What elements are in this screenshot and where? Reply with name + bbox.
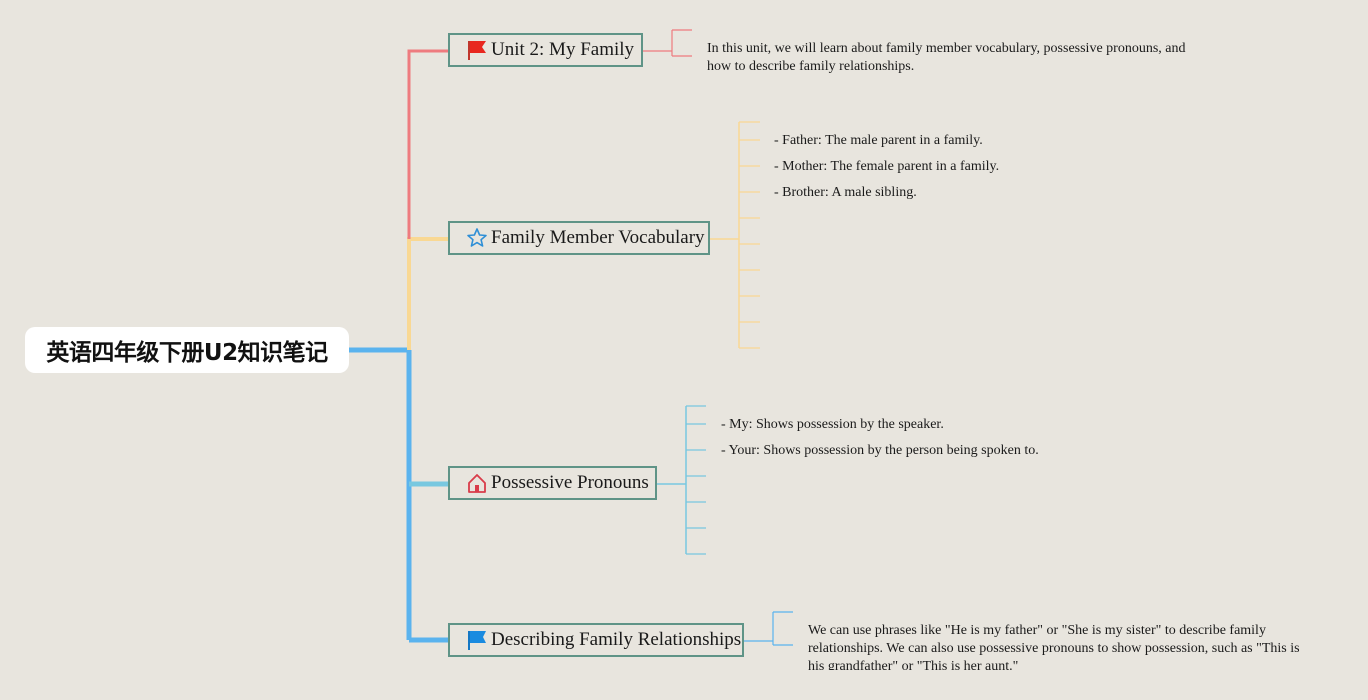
topic-unit-2-my-family[interactable]: Unit 2: My Family [448,33,643,67]
blue-flag-icon [466,629,488,651]
central-topic-label: 英语四年级下册U2知识笔记 [46,340,328,366]
topic-label: Unit 2: My Family [491,39,635,60]
topic-describing-family-relationships[interactable]: Describing Family Relationships [448,623,744,657]
note-pronoun-my: - My: Shows possession by the speaker. [721,417,944,432]
central-topic[interactable]: 英语四年级下册U2知识笔记 [25,327,349,373]
topic-family-member-vocabulary[interactable]: Family Member Vocabulary [448,221,710,255]
note-vocab-father: - Father: The male parent in a family. [774,133,983,148]
note-vocab-brother: - Brother: A male sibling. [774,185,917,200]
note-unit-intro: In this unit, we will learn about family… [707,41,1186,74]
note-relationships: We can use phrases like "He is my father… [808,623,1300,670]
topic-possessive-pronouns[interactable]: Possessive Pronouns [448,466,657,500]
note-pronoun-your: - Your: Shows possession by the person b… [721,443,1039,458]
blue-star-icon [466,227,488,249]
topic-label: Describing Family Relationships [491,629,742,650]
topic-label: Family Member Vocabulary [491,227,705,248]
red-house-icon [466,472,488,494]
red-flag-icon [466,39,488,61]
topic-label: Possessive Pronouns [491,472,649,493]
note-vocab-mother: - Mother: The female parent in a family. [774,159,1000,174]
